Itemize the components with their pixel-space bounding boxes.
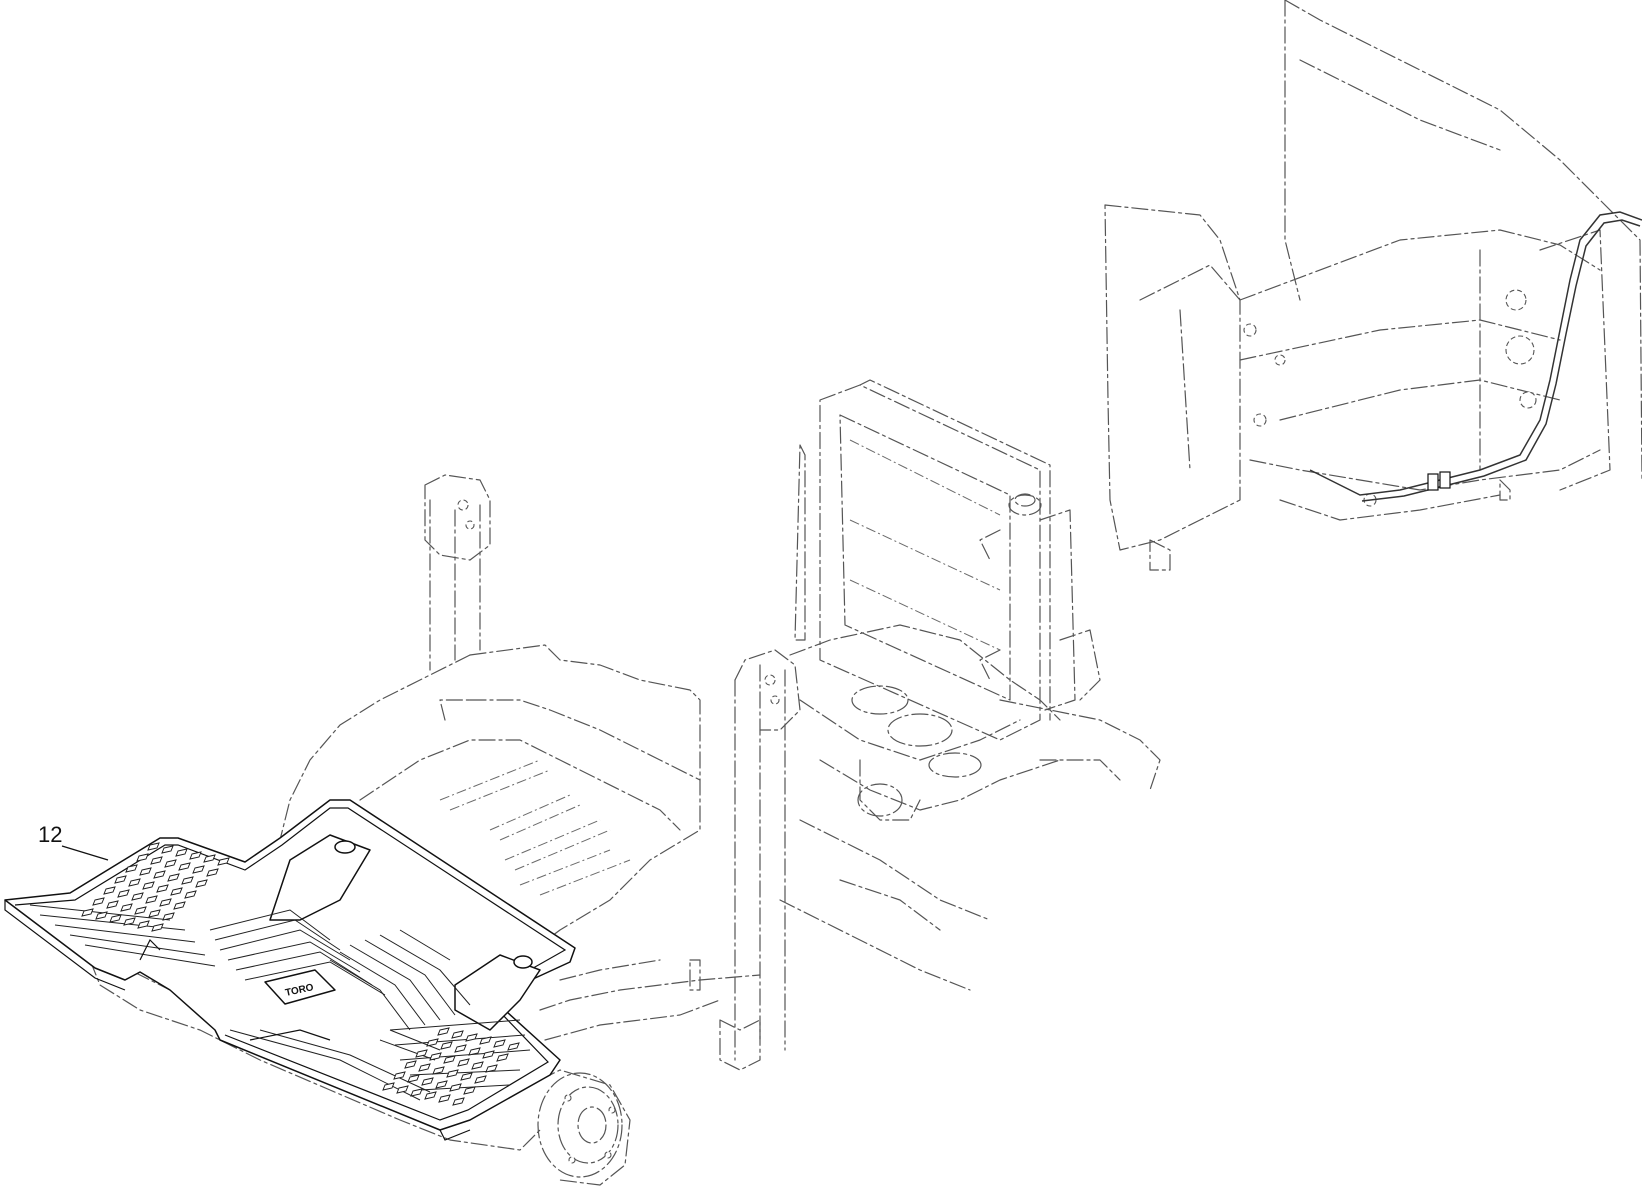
mat-tread-cell <box>432 1066 445 1075</box>
mat-tread-cell <box>178 862 191 871</box>
mat-tread-cell <box>474 1075 487 1084</box>
mat-tread-cell <box>162 912 175 921</box>
mat-tread-cell <box>145 895 158 904</box>
mat-tread-cell <box>485 1064 498 1073</box>
mat-tread-cell <box>161 845 174 854</box>
mat-tread-cell <box>457 1058 470 1067</box>
front-frame-phantom <box>1104 0 1642 571</box>
mat-tread-cell <box>382 1082 395 1091</box>
mat-tread-cell <box>465 1033 478 1042</box>
mat-tread-cell <box>192 865 205 874</box>
mat-tread-cell <box>396 1085 409 1094</box>
mat-tread-cell <box>137 920 150 929</box>
mat-tread-cell <box>114 875 127 884</box>
mat-tread-cell <box>139 867 152 876</box>
mat-tread-cell <box>479 1036 492 1045</box>
mat-tread-cell <box>410 1088 423 1097</box>
mat-tread-cell <box>460 1072 473 1081</box>
mat-tread-cell <box>468 1047 481 1056</box>
mat-tread-cell <box>443 1055 456 1064</box>
mat-tread-cell <box>173 901 186 910</box>
mat-tread-cell <box>184 890 197 899</box>
mat-tread-cell <box>142 881 155 890</box>
mat-tread-cell <box>181 876 194 885</box>
mat-tread-cell <box>217 857 230 866</box>
mat-tread-cell <box>452 1097 465 1106</box>
mat-tread-cell <box>482 1050 495 1059</box>
mat-tread-cell <box>117 889 130 898</box>
mat-tread-cell <box>81 908 94 917</box>
mat-tread-cell <box>175 848 188 857</box>
mat-tread-cell <box>463 1086 476 1095</box>
mat-tread-cell <box>393 1071 406 1080</box>
mat-tread-cells-right <box>382 1027 520 1106</box>
mat-tread-cell <box>151 923 164 932</box>
mat-tread-cell <box>131 892 144 901</box>
mat-tread-cell <box>156 884 169 893</box>
mid-frame-phantom <box>779 624 1161 991</box>
floor-mat[interactable]: TORO <box>4 799 576 1141</box>
mat-tread-cell <box>426 1038 439 1047</box>
mat-tread-cells-left <box>81 842 230 932</box>
mat-tread-cell <box>125 864 138 873</box>
mat-tread-right <box>229 1019 531 1101</box>
callout-12[interactable]: 12 <box>38 822 109 861</box>
mat-tread-cell <box>106 900 119 909</box>
mat-tread-cell <box>438 1094 451 1103</box>
mat-tread-cell <box>153 870 166 879</box>
mat-tread-cell <box>170 887 183 896</box>
mat-tread-cell <box>159 898 172 907</box>
mat-tread-cell <box>195 879 208 888</box>
mat-tread-cell <box>92 897 105 906</box>
mat-tread-cell <box>95 911 108 920</box>
mat-tread-cell <box>407 1074 420 1083</box>
mat-tread-cell <box>454 1044 467 1053</box>
mat-tread-cell <box>446 1069 459 1078</box>
mat-tread-cell <box>103 886 116 895</box>
mat-tread-cell <box>109 914 122 923</box>
mat-tread-cell <box>507 1042 520 1051</box>
mat-tread-cell <box>435 1080 448 1089</box>
mat-tread-cell <box>203 854 216 863</box>
mat-tread-cell <box>134 906 147 915</box>
mat-tread-cell <box>148 909 161 918</box>
mat-tread-cell <box>429 1052 442 1061</box>
radiator-phantom <box>794 379 1101 741</box>
mat-tread-cell <box>150 856 163 865</box>
mat-tread-cell <box>496 1053 509 1062</box>
rear-wheel-hub-phantom <box>537 1069 631 1186</box>
mat-center-ribs <box>209 909 471 1061</box>
front-hose <box>1309 211 1642 502</box>
mat-tread-cell <box>471 1061 484 1070</box>
mat-tread-cell <box>415 1049 428 1058</box>
mat-tread-cell <box>136 853 149 862</box>
mat-tread-cell <box>451 1030 464 1039</box>
mat-tread-cell <box>424 1091 437 1100</box>
mat-tread-cell <box>206 868 219 877</box>
mat-tread-cell <box>189 851 202 860</box>
mat-tread-cell <box>437 1027 450 1036</box>
mat-tread-cell <box>493 1039 506 1048</box>
mat-logo: TORO <box>264 969 336 1005</box>
mat-tread-cell <box>167 873 180 882</box>
mat-tread-cell <box>120 903 133 912</box>
mat-tread-cell <box>128 878 141 887</box>
mat-tread-cell <box>164 859 177 868</box>
mat-tread-cell <box>147 842 160 851</box>
mat-tread-cell <box>440 1041 453 1050</box>
callout-12-leader <box>61 845 109 861</box>
center-tower-phantom <box>689 649 801 1071</box>
mat-tread-cell <box>123 917 136 926</box>
mat-tread-cell <box>418 1063 431 1072</box>
mat-tread-cell <box>404 1060 417 1069</box>
mat-tread-cell <box>421 1077 434 1086</box>
mat-tread-cell <box>449 1083 462 1092</box>
callout-12-label: 12 <box>38 822 62 847</box>
